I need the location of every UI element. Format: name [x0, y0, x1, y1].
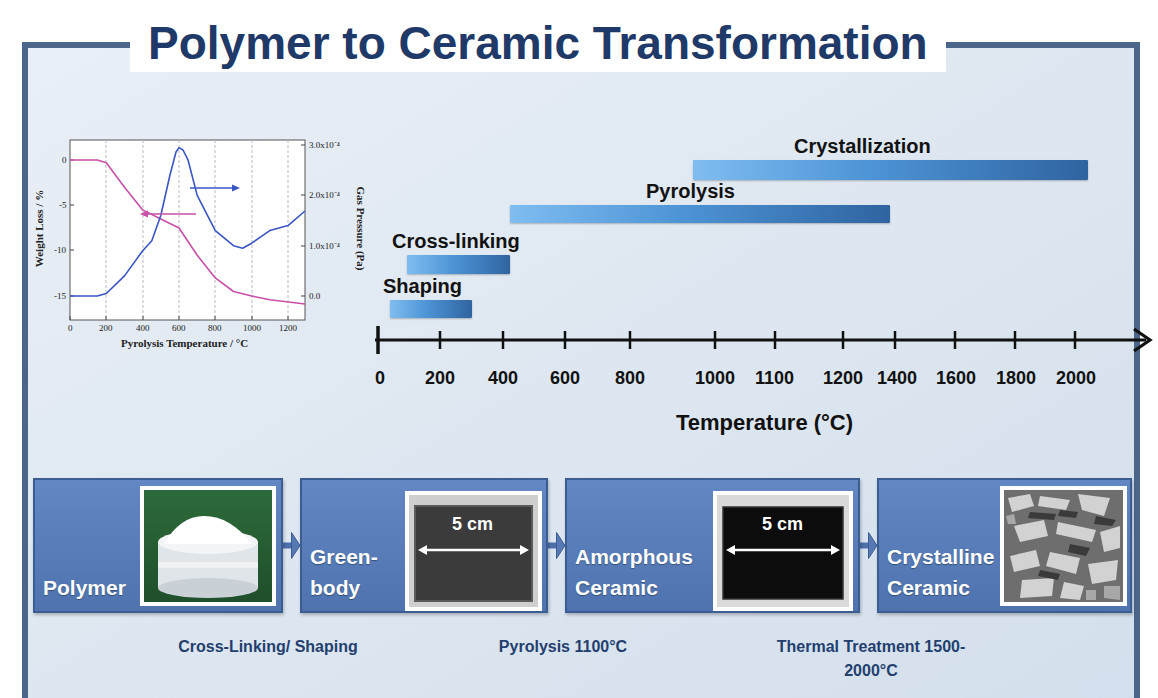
amorphous-ceramic-photo	[713, 491, 853, 611]
tick-label: 1600	[936, 367, 976, 389]
arrow-head	[292, 533, 301, 559]
panel-frame	[25, 45, 1137, 698]
bar-label-group: Shaping	[383, 275, 462, 297]
step-label: Thermal Treatment 1500-2000°C	[771, 635, 971, 683]
stage-label: Cross-linking	[392, 230, 520, 252]
tick-label: 0.0	[309, 291, 320, 302]
stage-label: Shaping	[383, 275, 462, 297]
box-label-group: Amorphous Ceramic	[575, 541, 711, 603]
stage-bar: Pyrolysis	[510, 205, 890, 223]
tick-label: 1800	[996, 367, 1036, 389]
tick-label: 1000	[695, 367, 735, 389]
stage-bar: Shaping	[390, 300, 472, 318]
polymer-photo	[140, 486, 276, 606]
tick-label: 200	[99, 323, 113, 334]
process-box: Green-body	[300, 478, 548, 613]
box-label: Amorphous Ceramic	[575, 541, 711, 603]
tick-label: 600	[172, 323, 186, 334]
flow-arrow	[283, 533, 300, 559]
tick-label: 3.0x10⁻⁴	[309, 140, 340, 151]
tick-label: 400	[488, 367, 518, 389]
box-label: Crystalline Ceramic	[887, 541, 1000, 603]
box-label-group: Polymer	[43, 572, 135, 603]
dimension-label: 5 cm	[452, 513, 493, 535]
axis-title: Temperature (°C)	[676, 410, 853, 436]
box-label-group: Crystalline Ceramic	[887, 541, 1000, 603]
arrow-head	[869, 533, 878, 559]
tick-label: 1200	[823, 367, 863, 389]
tick-label: 0	[375, 367, 385, 389]
tick-label: 1100	[755, 367, 794, 389]
tick-label: 2.0x10⁻⁴	[309, 190, 340, 201]
arrow-head	[557, 533, 566, 559]
stage-label: Crystallization	[794, 135, 931, 157]
flow-arrow	[860, 533, 877, 559]
tga-chart	[70, 140, 305, 320]
tick-label: -5	[59, 200, 67, 211]
step-label: Cross-Linking/ Shaping	[138, 635, 398, 659]
stage-bar: Crystallization	[693, 160, 1088, 180]
stage-label: Pyrolysis	[646, 180, 735, 202]
tick-label: 1200	[279, 323, 297, 334]
tick-label: 1000	[243, 323, 261, 334]
bar-label-group: Crystallization	[794, 135, 931, 157]
box-label-group: Green-body	[310, 541, 402, 603]
tick-label: 0	[62, 155, 67, 166]
tick-label: 200	[425, 367, 455, 389]
stage-bar: Cross-linking	[407, 255, 510, 274]
tick-label: 400	[136, 323, 150, 334]
bar-label-group: Pyrolysis	[646, 180, 735, 202]
tick-label: 0	[68, 323, 73, 334]
tick-label: 800	[615, 367, 645, 389]
tick-label: -15	[54, 291, 66, 302]
sem-micrograph	[1000, 486, 1127, 606]
box-label: Polymer	[43, 572, 135, 603]
axis-title: Pyrolysis Temperature / °C	[121, 337, 248, 350]
tick-label: -10	[54, 245, 66, 256]
process-box: Crystalline Ceramic	[877, 478, 1132, 613]
tick-label: 1.0x10⁻⁴	[309, 241, 340, 252]
tick-label: 600	[550, 367, 580, 389]
temperature-axis	[375, 326, 1150, 354]
flow-arrow	[548, 533, 565, 559]
dimension-label: 5 cm	[762, 513, 803, 535]
step-label: Pyrolysis 1100°C	[453, 635, 673, 659]
axis-title: Weight Loss / %	[33, 190, 46, 267]
process-box: Amorphous Ceramic	[565, 478, 860, 613]
axis-title: Gas Pressure (Pa)	[354, 187, 367, 271]
page-title: Polymer to Ceramic Transformation	[130, 14, 946, 72]
tick-label: 2000	[1056, 367, 1096, 389]
box-label: Green-body	[310, 541, 402, 603]
green-body-photo	[405, 491, 542, 611]
tick-label: 1400	[877, 367, 917, 389]
bar-label-group: Cross-linking	[392, 230, 520, 252]
tick-label: 800	[208, 323, 222, 334]
process-box: Polymer	[33, 478, 283, 613]
